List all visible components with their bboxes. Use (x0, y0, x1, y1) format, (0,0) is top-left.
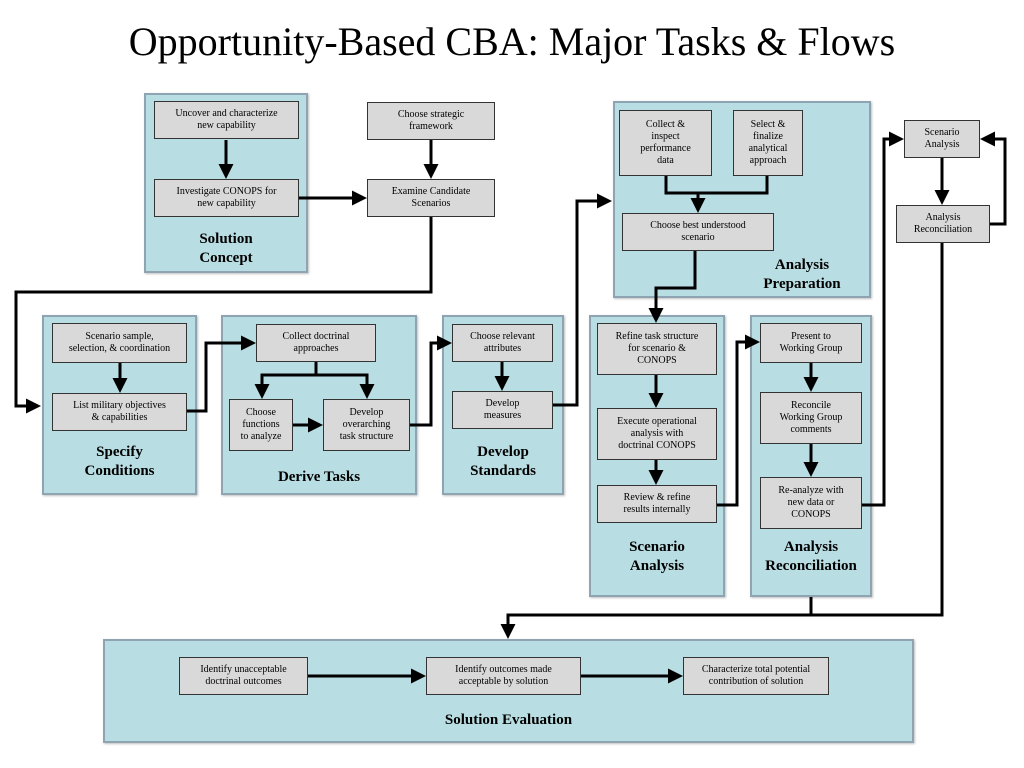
box-develop-measures: Develop measures (452, 391, 553, 429)
panel-label-analysis-preparation: Analysis Preparation (763, 257, 841, 292)
box-present-working-group: Present to Working Group (760, 323, 862, 363)
arrow-reconciliation-panel-down (500, 597, 813, 639)
panel-label-solution-evaluation: Solution Evaluation (444, 712, 573, 728)
box-analysis-reconciliation-small: Analysis Reconciliation (896, 205, 990, 243)
panel-label-derive-tasks: Derive Tasks (277, 469, 361, 485)
box-list-military-objectives: List military objectives & capabilities (52, 393, 187, 431)
box-scenario-analysis-small: Scenario Analysis (904, 120, 980, 158)
panel-label-specify-conditions: Specify Conditions (84, 444, 155, 479)
box-refine-task-structure: Refine task structure for scenario & CON… (597, 323, 717, 375)
box-select-analytical-approach: Select & finalize analytical approach (733, 110, 803, 176)
page-title: Opportunity-Based CBA: Major Tasks & Flo… (128, 19, 896, 64)
box-collect-performance-data: Collect & inspect performance data (619, 110, 712, 176)
box-examine-candidate-scenarios: Examine Candidate Scenarios (367, 179, 495, 217)
box-review-refine-results: Review & refine results internally (597, 485, 717, 523)
box-reanalyze: Re-analyze with new data or CONOPS (760, 477, 862, 529)
box-develop-overarching: Develop overarching task structure (323, 399, 410, 451)
panel-label-analysis-reconciliation: Analysis Reconciliation (765, 539, 857, 574)
box-choose-strategic-framework: Choose strategic framework (367, 102, 495, 140)
box-characterize-contribution: Characterize total potential contributio… (683, 657, 829, 695)
panel-label-scenario-analysis: Scenario Analysis (629, 539, 685, 574)
panel-label-develop-standards: Develop Standards (470, 444, 536, 479)
box-investigate-conops: Investigate CONOPS for new capability (154, 179, 299, 217)
box-reconcile-comments: Reconcile Working Group comments (760, 392, 862, 444)
panel-label-solution-concept: Solution Concept (199, 231, 253, 266)
box-collect-doctrinal: Collect doctrinal approaches (256, 324, 376, 362)
box-uncover-capability: Uncover and characterize new capability (154, 101, 299, 139)
box-choose-attributes: Choose relevant attributes (452, 324, 553, 362)
box-choose-best-scenario: Choose best understood scenario (622, 213, 774, 251)
box-scenario-sample: Scenario sample, selection, & coordinati… (52, 323, 187, 363)
box-choose-functions: Choose functions to analyze (229, 399, 293, 451)
box-identify-unacceptable: Identify unacceptable doctrinal outcomes (179, 657, 308, 695)
box-execute-operational-analysis: Execute operational analysis with doctri… (597, 408, 717, 460)
box-identify-acceptable: Identify outcomes made acceptable by sol… (426, 657, 581, 695)
